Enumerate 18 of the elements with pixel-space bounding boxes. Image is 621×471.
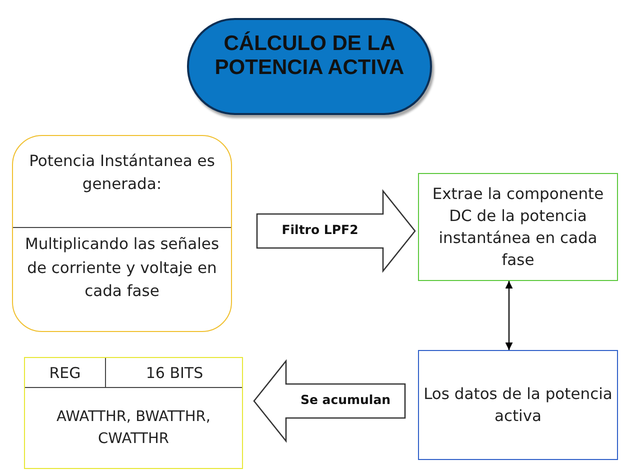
process-box [418,350,618,460]
box-text: Los datos de la potencia activa [423,384,613,427]
block-arrow [256,189,416,273]
card-heading: Potencia Instántanea es generada: [28,151,216,195]
table-cell-text: AWATTHR, BWATTHR, CWATTHR [56,408,212,449]
process-card [12,135,232,332]
table-cell-text: REG [48,363,82,383]
register-table [24,357,243,469]
edge-label: Se acumulan [299,392,392,407]
table-cell-text: 16 BITS [144,363,204,383]
edge-label: Filtro LPF2 [280,222,360,237]
card-body: Multiplicando las señales de corriente y voltaje en cada fase [24,234,220,302]
title-pill [187,18,432,115]
title-text: CÁLCULO DE LA POTENCIA ACTIVA [214,32,406,80]
block-arrow [253,359,406,443]
double-arrow [505,281,513,350]
box-text: Extrae la componente DC de la potencia instantánea en cada fase [431,184,605,271]
process-box [418,173,618,281]
